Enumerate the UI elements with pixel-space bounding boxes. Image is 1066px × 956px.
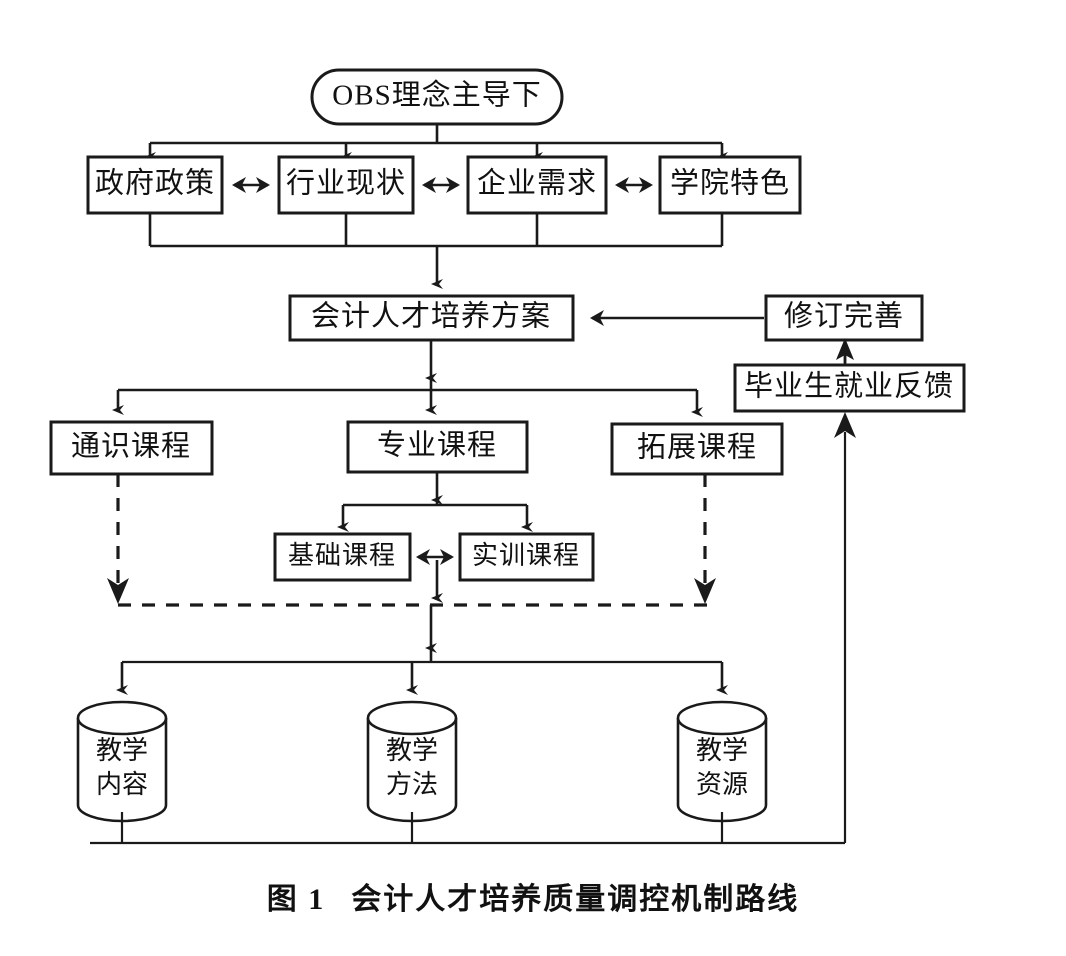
node-major-sub-1[interactable]: 实训课程 — [458, 532, 595, 582]
node-driver-1-label: 行业现状 — [286, 167, 406, 200]
node-plan-label: 会计人才培养方案 — [311, 300, 551, 333]
node-driver-0[interactable]: 政府政策 — [86, 155, 224, 215]
node-driver-2-label: 企业需求 — [477, 167, 597, 200]
edge-feedback-to-revise — [836, 338, 854, 365]
node-course-0-label: 通识课程 — [71, 431, 191, 463]
node-driver-0-label: 政府政策 — [95, 167, 215, 200]
node-output-1-label-line2: 方法 — [386, 770, 438, 799]
edge-integration-to-outputs — [116, 605, 728, 695]
node-root-label: OBS理念主导下 — [332, 79, 541, 112]
edge-outputs-to-feedback — [90, 412, 856, 845]
node-course-2-label: 拓展课程 — [637, 431, 757, 464]
node-output-2-label-line1: 教学 — [696, 736, 748, 765]
node-output-1-label-line1: 教学 — [386, 736, 438, 765]
figure-caption-number: 图 1 — [266, 883, 326, 916]
node-feedback-label: 毕业生就业反馈 — [744, 370, 954, 403]
node-plan[interactable]: 会计人才培养方案 — [288, 294, 575, 342]
node-course-1-label: 专业课程 — [377, 429, 497, 462]
node-root[interactable]: OBS理念主导下 — [310, 68, 564, 126]
node-driver-3[interactable]: 学院特色 — [658, 155, 802, 215]
node-driver-2[interactable]: 企业需求 — [466, 155, 608, 215]
edge-plan-to-courses — [112, 340, 703, 417]
node-course-1[interactable]: 专业课程 — [346, 420, 529, 474]
node-output-1[interactable]: 教学 方法 — [366, 700, 458, 823]
node-driver-1[interactable]: 行业现状 — [277, 155, 415, 215]
node-feedback[interactable]: 毕业生就业反馈 — [733, 363, 966, 413]
figure-caption: 图 1 会计人才培养质量调控机制路线 — [0, 874, 1066, 918]
edge-drivers-to-plan — [148, 213, 724, 289]
node-revise[interactable]: 修订完善 — [764, 294, 924, 342]
edge-extension-dashed — [694, 474, 716, 604]
node-course-2[interactable]: 拓展课程 — [610, 422, 784, 476]
node-output-2[interactable]: 教学 资源 — [676, 700, 768, 823]
node-output-0-label-line2: 内容 — [96, 770, 148, 799]
node-output-0[interactable]: 教学 内容 — [76, 700, 168, 823]
edge-root-to-drivers — [144, 124, 728, 162]
node-driver-3-label: 学院特色 — [670, 167, 790, 200]
figure-caption-title: 会计人才培养质量调控机制路线 — [351, 883, 800, 916]
node-major-sub-0[interactable]: 基础课程 — [273, 532, 412, 582]
node-revise-label: 修订完善 — [784, 300, 904, 333]
edge-general-dashed — [107, 474, 129, 604]
node-major-sub-1-label: 实训课程 — [472, 541, 580, 570]
edge-major-to-sub — [337, 472, 533, 532]
node-output-2-label-line2: 资源 — [696, 770, 748, 799]
node-major-sub-0-label: 基础课程 — [288, 541, 396, 570]
node-output-0-label-line1: 教学 — [96, 736, 148, 765]
node-course-0[interactable]: 通识课程 — [49, 420, 214, 476]
